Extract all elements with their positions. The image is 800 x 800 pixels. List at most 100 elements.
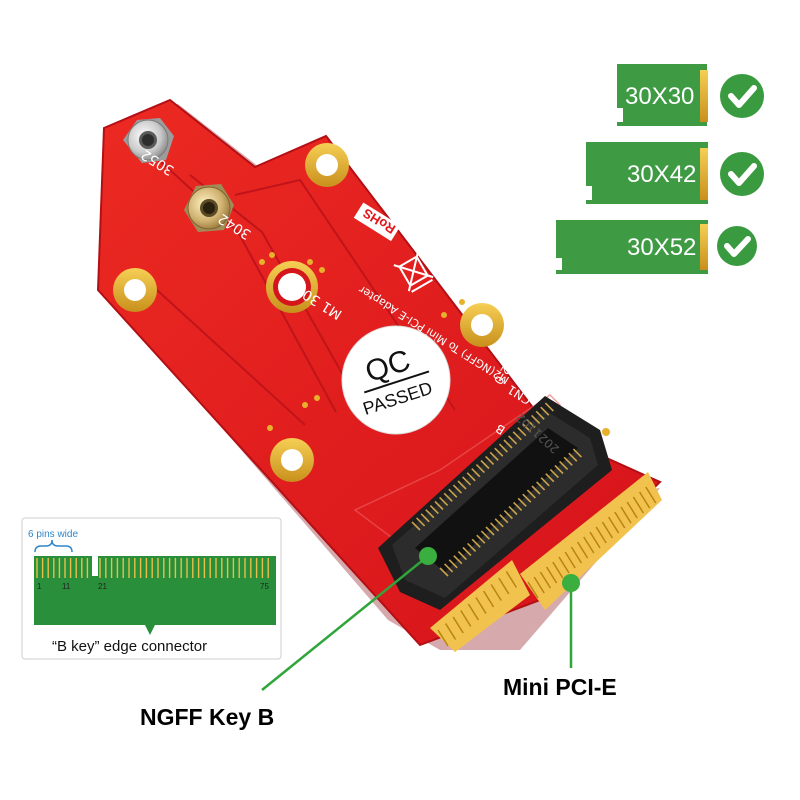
pin-stroke xyxy=(570,546,583,564)
brass-standoff xyxy=(184,184,234,232)
pin-stroke xyxy=(535,410,545,420)
pin-stroke xyxy=(521,423,531,433)
ngff-key-b-callout: NGFF Key B xyxy=(140,704,275,730)
pin-stroke xyxy=(517,497,527,507)
size-card-30x42: 30X42 xyxy=(586,142,708,204)
size-label: 30X30 xyxy=(625,83,694,110)
pin-stroke xyxy=(411,521,421,531)
check-icon xyxy=(717,226,757,266)
pin-stroke xyxy=(457,480,467,490)
pin-stroke xyxy=(503,510,513,520)
pin-stroke xyxy=(503,439,513,449)
pin-stroke xyxy=(505,571,518,588)
pin-stroke xyxy=(595,526,607,544)
minipcie-edge-fingers xyxy=(430,472,662,652)
pin-stroke xyxy=(512,431,522,441)
pin-number-75: 75 xyxy=(260,582,269,591)
pin-stroke xyxy=(540,406,550,416)
pin-stroke xyxy=(462,546,472,557)
mounting-hole xyxy=(266,261,318,313)
pin-stroke xyxy=(448,559,458,569)
pin-stroke xyxy=(429,505,439,515)
pin-stroke xyxy=(589,531,601,549)
silver-standoff xyxy=(123,118,174,163)
pin-number-1: 1 xyxy=(37,582,42,591)
pin-stroke xyxy=(439,567,449,577)
pin-stroke xyxy=(437,629,449,647)
pin-stroke xyxy=(471,468,481,478)
qc-passed-sticker: QC PASSED xyxy=(341,325,451,435)
mounting-holes xyxy=(113,143,610,482)
pin-stroke xyxy=(564,551,576,569)
pin-stroke xyxy=(554,464,564,475)
size-compatibility-list: 30X30 30X42 30X52 xyxy=(556,64,764,274)
pin-stroke xyxy=(498,577,510,595)
size-label: 30X52 xyxy=(627,234,696,261)
pin-stroke xyxy=(434,500,444,511)
mounting-hole xyxy=(305,143,349,187)
pin-stroke xyxy=(526,418,536,429)
pin-stroke xyxy=(462,476,472,486)
pin-stroke xyxy=(480,459,490,470)
pin-stroke xyxy=(540,477,550,487)
pins-wide-label: 6 pins wide xyxy=(28,529,78,540)
pin-stroke xyxy=(632,496,645,514)
pin-stroke xyxy=(439,496,449,506)
pin-stroke xyxy=(517,427,527,437)
size-label: 30X42 xyxy=(627,161,696,188)
pin-stroke xyxy=(645,486,657,504)
pin-stroke xyxy=(607,516,620,534)
pin-stroke xyxy=(545,566,558,584)
pin-stroke xyxy=(620,506,632,524)
pin-stroke xyxy=(559,460,569,470)
pin-stroke xyxy=(531,414,541,424)
pin-stroke xyxy=(475,464,485,474)
pin-stroke xyxy=(457,551,467,561)
pin-stroke xyxy=(476,534,486,544)
pin-stroke xyxy=(638,491,651,509)
pin-stroke xyxy=(467,542,477,552)
check-icon xyxy=(720,152,764,196)
pin-stroke xyxy=(522,493,532,503)
pin-stroke xyxy=(466,472,476,482)
mini-pcie-callout: Mini PCI-E xyxy=(503,674,617,700)
pin-stroke xyxy=(576,541,589,559)
pin-stroke xyxy=(533,576,545,594)
pin-stroke xyxy=(444,563,454,573)
pin-stroke xyxy=(443,492,453,502)
pin-stroke xyxy=(420,513,430,523)
edge-connector-caption: “B key” edge connector xyxy=(52,638,207,655)
pin-stroke xyxy=(572,448,582,458)
pin-stroke xyxy=(480,530,490,540)
pin-stroke xyxy=(494,447,504,457)
size-card-30x52: 30X52 xyxy=(556,220,708,274)
pin-stroke xyxy=(489,451,499,461)
pin-stroke xyxy=(460,610,472,627)
pin-number-21: 21 xyxy=(98,582,107,591)
pin-stroke xyxy=(601,521,614,539)
pin-stroke xyxy=(527,581,539,599)
pin-stroke xyxy=(416,517,426,527)
mounting-hole xyxy=(270,438,314,482)
pin-stroke xyxy=(513,501,523,511)
pin-stroke xyxy=(549,469,559,479)
weee-bin-icon xyxy=(393,250,434,293)
pin-stroke xyxy=(526,489,536,499)
pin-stroke xyxy=(475,597,487,614)
pin-stroke xyxy=(471,538,481,548)
b-key-edge-connector-inset: 6 pins wide 1 11 21 75 “B key” edge conn… xyxy=(21,517,282,660)
pin-stroke xyxy=(508,505,518,516)
pin-stroke xyxy=(531,485,541,495)
pin-stroke xyxy=(453,555,463,565)
pin-stroke xyxy=(452,484,462,494)
pin-stroke xyxy=(452,616,464,634)
pin-stroke xyxy=(568,452,578,462)
c1-label: C1 xyxy=(618,441,639,461)
pin-stroke xyxy=(490,522,500,532)
pin-number-11: 11 xyxy=(62,582,71,591)
pin-stroke xyxy=(539,571,552,589)
pin-stroke xyxy=(448,488,458,498)
pin-stroke xyxy=(482,590,495,608)
pin-stroke xyxy=(425,509,435,519)
